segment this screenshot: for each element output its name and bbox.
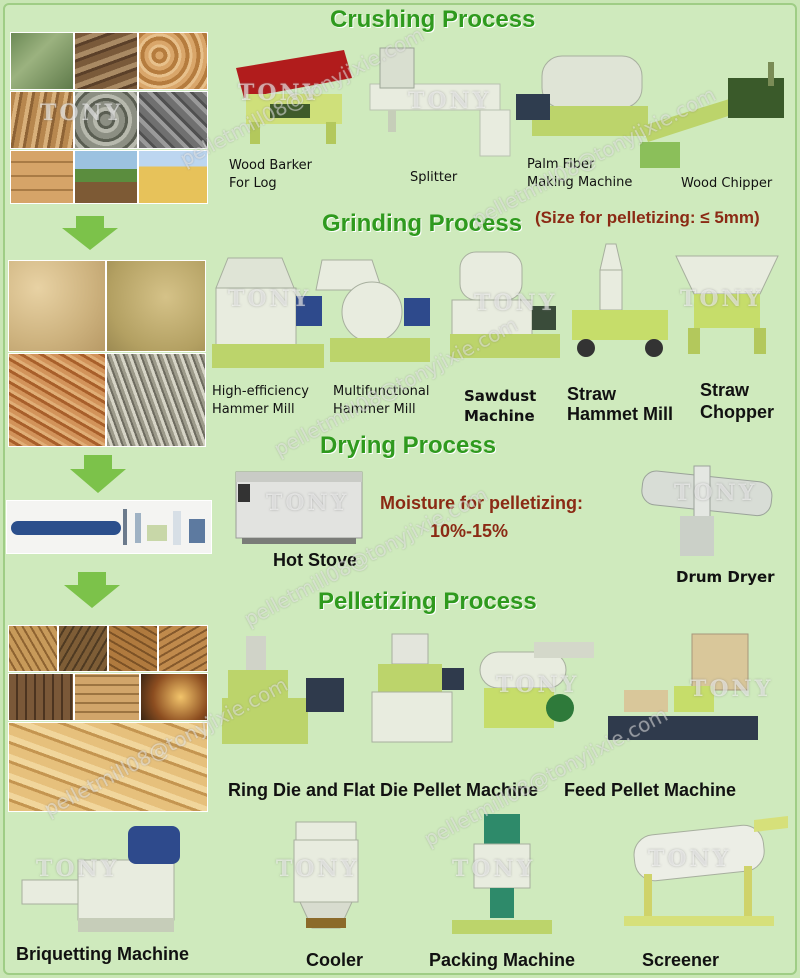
material-photo-pellet-stack bbox=[74, 673, 140, 721]
palm-fiber-label-2: Making Machine bbox=[527, 175, 633, 190]
pelletizing-heading: Pelletizing Process bbox=[318, 588, 537, 615]
splitter-image bbox=[369, 47, 511, 157]
grinding-heading: Grinding Process bbox=[322, 210, 523, 237]
moisture-note-line2: 10%-15% bbox=[430, 521, 509, 541]
material-photo-bales bbox=[10, 150, 74, 204]
multifunctional-label-1: Multifunctional bbox=[333, 384, 430, 399]
material-photo-stones bbox=[74, 91, 138, 149]
high-efficiency-label-1: High-efficiency bbox=[212, 384, 309, 399]
hot-stove-label: Hot Stove bbox=[273, 550, 358, 570]
down-arrow-icon bbox=[62, 216, 118, 250]
material-photo-bark bbox=[10, 91, 74, 149]
material-photo-logs bbox=[74, 32, 138, 90]
size-note: (Size for pelletizing: ≤ 5mm) bbox=[535, 208, 760, 227]
crushing-heading: Crushing Process bbox=[330, 6, 536, 33]
wood-chipper-image bbox=[640, 62, 784, 168]
straw-hammer-label-1: Straw bbox=[567, 384, 617, 404]
sawdust-machine-image bbox=[450, 251, 560, 358]
palm-fiber-label-1: Palm Fiber bbox=[527, 157, 595, 172]
straw-chopper-label-1: Straw bbox=[700, 380, 750, 400]
material-photo-pellets-1 bbox=[8, 625, 58, 672]
feed-pellet-label: Feed Pellet Machine bbox=[564, 780, 737, 800]
straw-hammer-mill-image bbox=[572, 243, 668, 357]
multifunctional-label-2: Hammer Mill bbox=[333, 402, 416, 417]
material-photo-shells bbox=[138, 91, 208, 149]
cooler-image bbox=[293, 821, 359, 929]
briquetting-label: Briquetting Machine bbox=[16, 944, 190, 964]
material-photo-pellet-stove bbox=[140, 673, 208, 721]
sawdust-label-2: Machine bbox=[464, 407, 535, 425]
cooler-label: Cooler bbox=[306, 950, 364, 970]
material-photo-wood-chips bbox=[138, 32, 208, 90]
packing-machine-image bbox=[452, 814, 552, 934]
material-photo-timber-truck bbox=[74, 150, 138, 204]
sawdust-label-1: Sawdust bbox=[464, 387, 537, 405]
down-arrow-icon bbox=[64, 572, 120, 608]
drum-dryer-image bbox=[641, 465, 773, 556]
drum-dryer-label: Drum Dryer bbox=[676, 568, 775, 586]
material-photo-straw-fiber bbox=[106, 353, 206, 447]
straw-chopper-label-2: Chopper bbox=[700, 402, 774, 422]
packing-label: Packing Machine bbox=[429, 950, 576, 970]
material-photo-wood-shavings bbox=[8, 353, 106, 447]
multifunctional-hammer-mill-image bbox=[315, 259, 430, 362]
feed-pellet-machine-image-2 bbox=[608, 633, 758, 740]
wood-barker-label-1: Wood Barker bbox=[229, 158, 313, 173]
wood-barker-label-2: For Log bbox=[229, 176, 277, 191]
ring-die-pellet-machine-image bbox=[222, 636, 344, 744]
material-photo-pellet-pile bbox=[8, 722, 208, 812]
ring-flat-die-label: Ring Die and Flat Die Pellet Machine bbox=[228, 780, 539, 800]
splitter-label: Splitter bbox=[410, 170, 458, 185]
material-photo-briquettes bbox=[8, 673, 74, 721]
feed-pellet-machine-image-1 bbox=[479, 642, 594, 728]
material-photo-pellets-3 bbox=[108, 625, 158, 672]
screener-label: Screener bbox=[642, 950, 720, 970]
wood-barker-image bbox=[236, 50, 352, 144]
straw-chopper-image bbox=[675, 255, 779, 354]
high-efficiency-label-2: Hammer Mill bbox=[212, 402, 295, 417]
material-photo-grass bbox=[10, 32, 74, 90]
material-photo-sawdust bbox=[8, 260, 106, 352]
hot-stove-image bbox=[235, 471, 363, 544]
screener-image bbox=[624, 816, 788, 926]
straw-hammer-label-2: Hammet Mill bbox=[567, 404, 674, 424]
material-photo-pellets-4 bbox=[158, 625, 208, 672]
material-photo-fine-powder bbox=[106, 260, 206, 352]
material-photo-drying-line bbox=[6, 500, 212, 554]
material-photo-hay bbox=[138, 150, 208, 204]
palm-fiber-machine-image bbox=[516, 55, 648, 136]
briquetting-machine-image bbox=[21, 826, 180, 932]
flat-die-pellet-machine-image bbox=[371, 633, 464, 743]
moisture-note-line1: Moisture for pelletizing: bbox=[380, 493, 584, 513]
material-photo-pellets-2 bbox=[58, 625, 108, 672]
down-arrow-icon bbox=[70, 455, 126, 493]
wood-chipper-label: Wood Chipper bbox=[681, 176, 773, 191]
drying-heading: Drying Process bbox=[320, 432, 497, 459]
high-efficiency-hammer-mill-image bbox=[212, 257, 324, 368]
